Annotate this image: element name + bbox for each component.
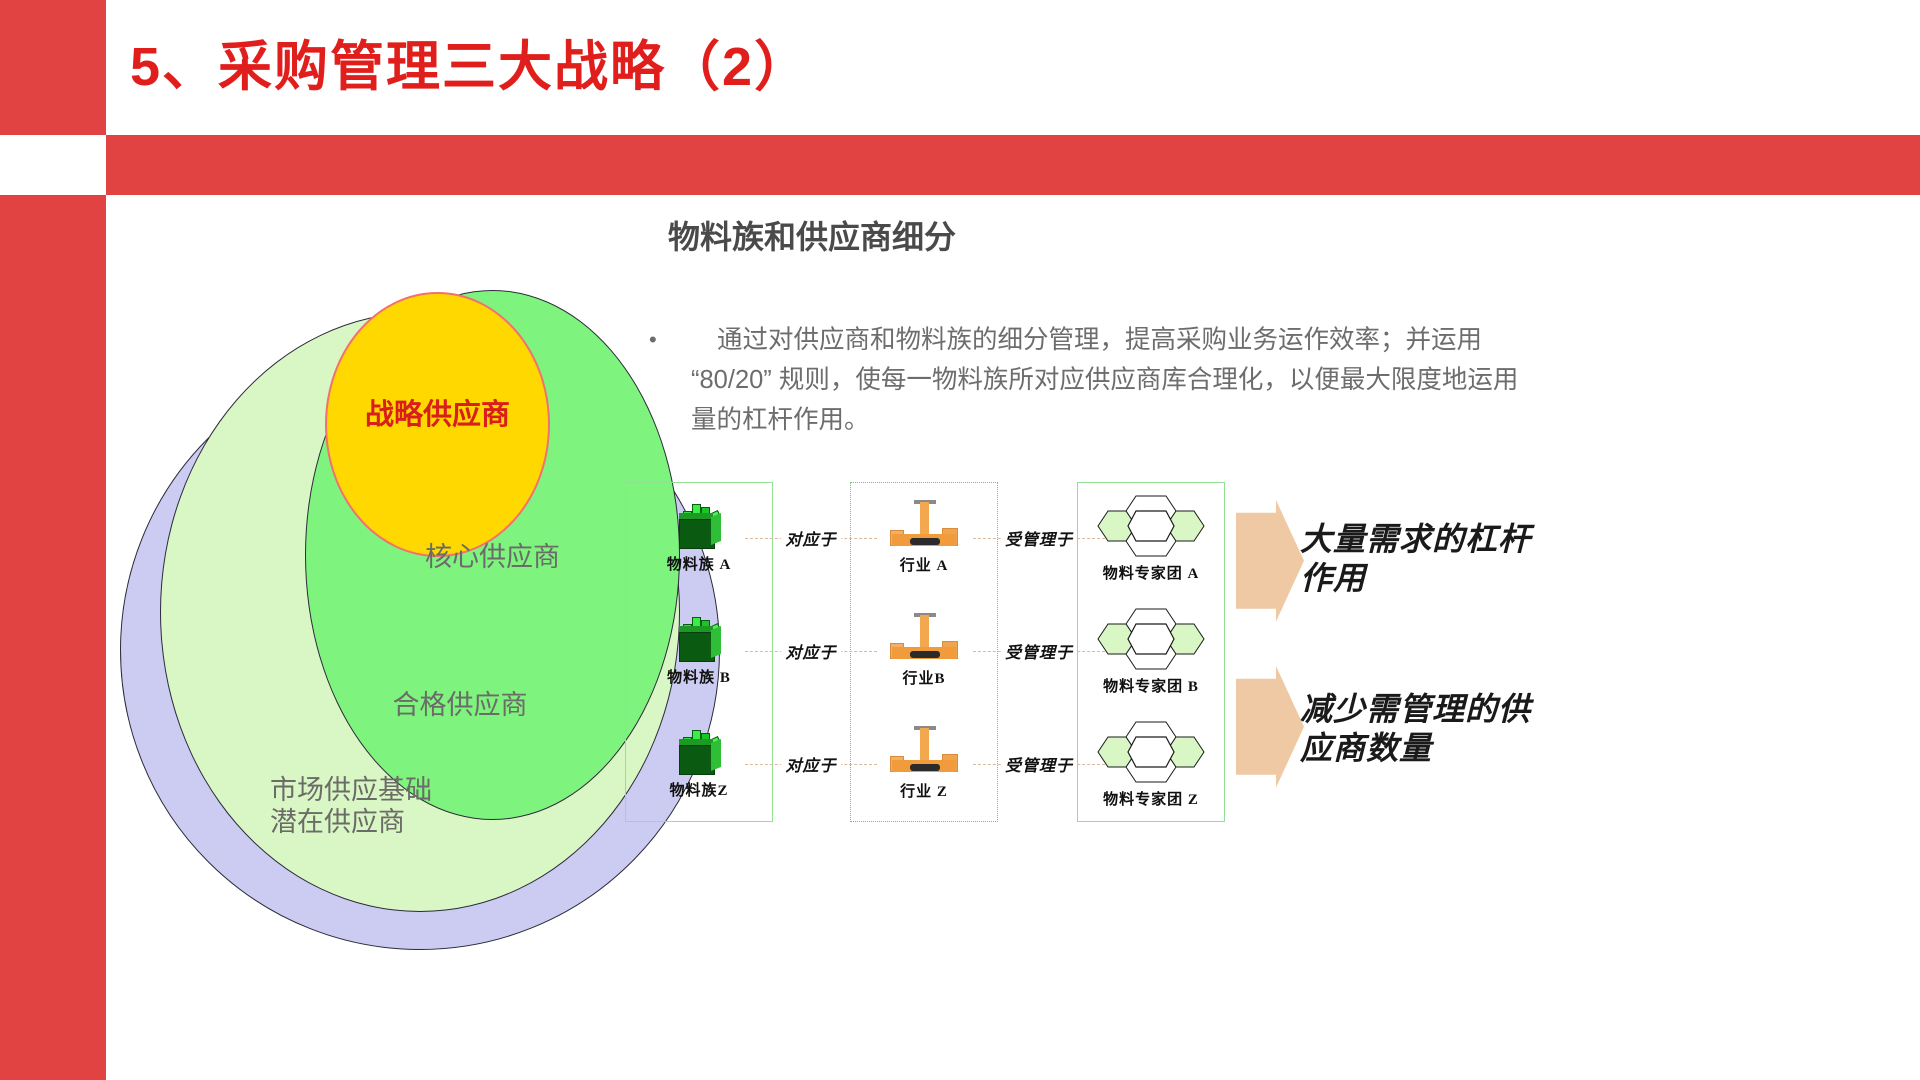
expert-cell: 物料专家团 A — [1077, 482, 1225, 595]
material-label: 物料族Z — [669, 783, 729, 799]
industry-forklift-icon — [884, 500, 964, 550]
expert-label: 物料专家团 Z — [1103, 792, 1199, 808]
venn-label-core: 核心供应商 — [425, 542, 560, 572]
section-subheading: 物料族和供应商细分 — [668, 219, 957, 255]
header-red-band — [106, 135, 1920, 195]
expert-cell: 物料专家团 B — [1077, 595, 1225, 708]
connector-corresponds-to: 对应于 — [745, 633, 877, 669]
column-industries — [850, 482, 998, 822]
expert-hexagon-icon — [1097, 608, 1205, 670]
segmentation-flow-diagram: 物料族 A 物料族 B 物料族Z 行业 A — [625, 482, 1385, 822]
connector-corresponds-to: 对应于 — [745, 746, 877, 782]
industry-forklift-icon — [884, 726, 964, 776]
material-cell: 物料族Z — [625, 708, 773, 821]
callout-reduce-suppliers: 减少需管理的供应商数量 — [1300, 691, 1532, 767]
connector-label: 受管理于 — [1000, 639, 1077, 663]
expert-cell: 物料专家团 Z — [1077, 708, 1225, 821]
material-crate-icon — [673, 503, 725, 549]
industry-cell: 行业 A — [850, 482, 998, 595]
connector-managed-by: 受管理于 — [973, 633, 1105, 669]
header-white-notch — [0, 135, 106, 195]
material-crate-icon — [673, 729, 725, 775]
venn-label-strategic: 战略供应商 — [364, 399, 510, 431]
callout-leverage: 大量需求的杠杆作用 — [1300, 521, 1532, 597]
industry-label: 行业 A — [899, 558, 949, 574]
connector-label: 对应于 — [781, 526, 841, 550]
circle-strategic — [325, 292, 550, 557]
column-material-families — [625, 482, 773, 822]
industry-forklift-icon — [884, 613, 964, 663]
expert-label: 物料专家团 A — [1102, 566, 1200, 582]
material-label: 物料族 A — [666, 557, 732, 573]
industry-cell: 行业B — [850, 595, 998, 708]
industry-label: 行业B — [902, 671, 946, 687]
connector-managed-by: 受管理于 — [973, 746, 1105, 782]
material-cell: 物料族 A — [625, 482, 773, 595]
expert-hexagon-icon — [1097, 495, 1205, 557]
connector-corresponds-to: 对应于 — [745, 520, 877, 556]
industry-cell: 行业 Z — [850, 708, 998, 821]
connector-label: 受管理于 — [1000, 526, 1077, 550]
supplier-pyramid-venn: 战略供应商 核心供应商 合格供应商 市场供应基础 潜在供应商 — [120, 290, 740, 970]
industry-label: 行业 Z — [900, 784, 948, 800]
expert-label: 物料专家团 B — [1103, 679, 1199, 695]
material-crate-icon — [673, 616, 725, 662]
column-expert-teams — [1077, 482, 1225, 822]
left-accent-bar-bottom — [0, 195, 106, 1080]
material-label: 物料族 B — [667, 670, 731, 686]
slide-title: 5、采购管理三大战略（2） — [130, 37, 811, 97]
venn-label-qualified: 合格供应商 — [392, 690, 528, 720]
material-cell: 物料族 B — [625, 595, 773, 708]
connector-label: 受管理于 — [1000, 752, 1077, 776]
expert-hexagon-icon — [1097, 721, 1205, 783]
connector-label: 对应于 — [781, 639, 841, 663]
connector-managed-by: 受管理于 — [973, 520, 1105, 556]
left-accent-bar-top — [0, 0, 106, 135]
callout-arrows — [1236, 500, 1304, 788]
bullet-body: 通过对供应商和物料族的细分管理，提高采购业务运作效率；并运用 “80/20” 规… — [691, 326, 1519, 434]
bullet-paragraph: • 通过对供应商和物料族的细分管理，提高采购业务运作效率；并运用 “80/20”… — [645, 320, 1525, 440]
venn-label-base: 市场供应基础 潜在供应商 — [270, 775, 432, 837]
bullet-marker: • — [649, 327, 657, 352]
connector-label: 对应于 — [781, 752, 841, 776]
